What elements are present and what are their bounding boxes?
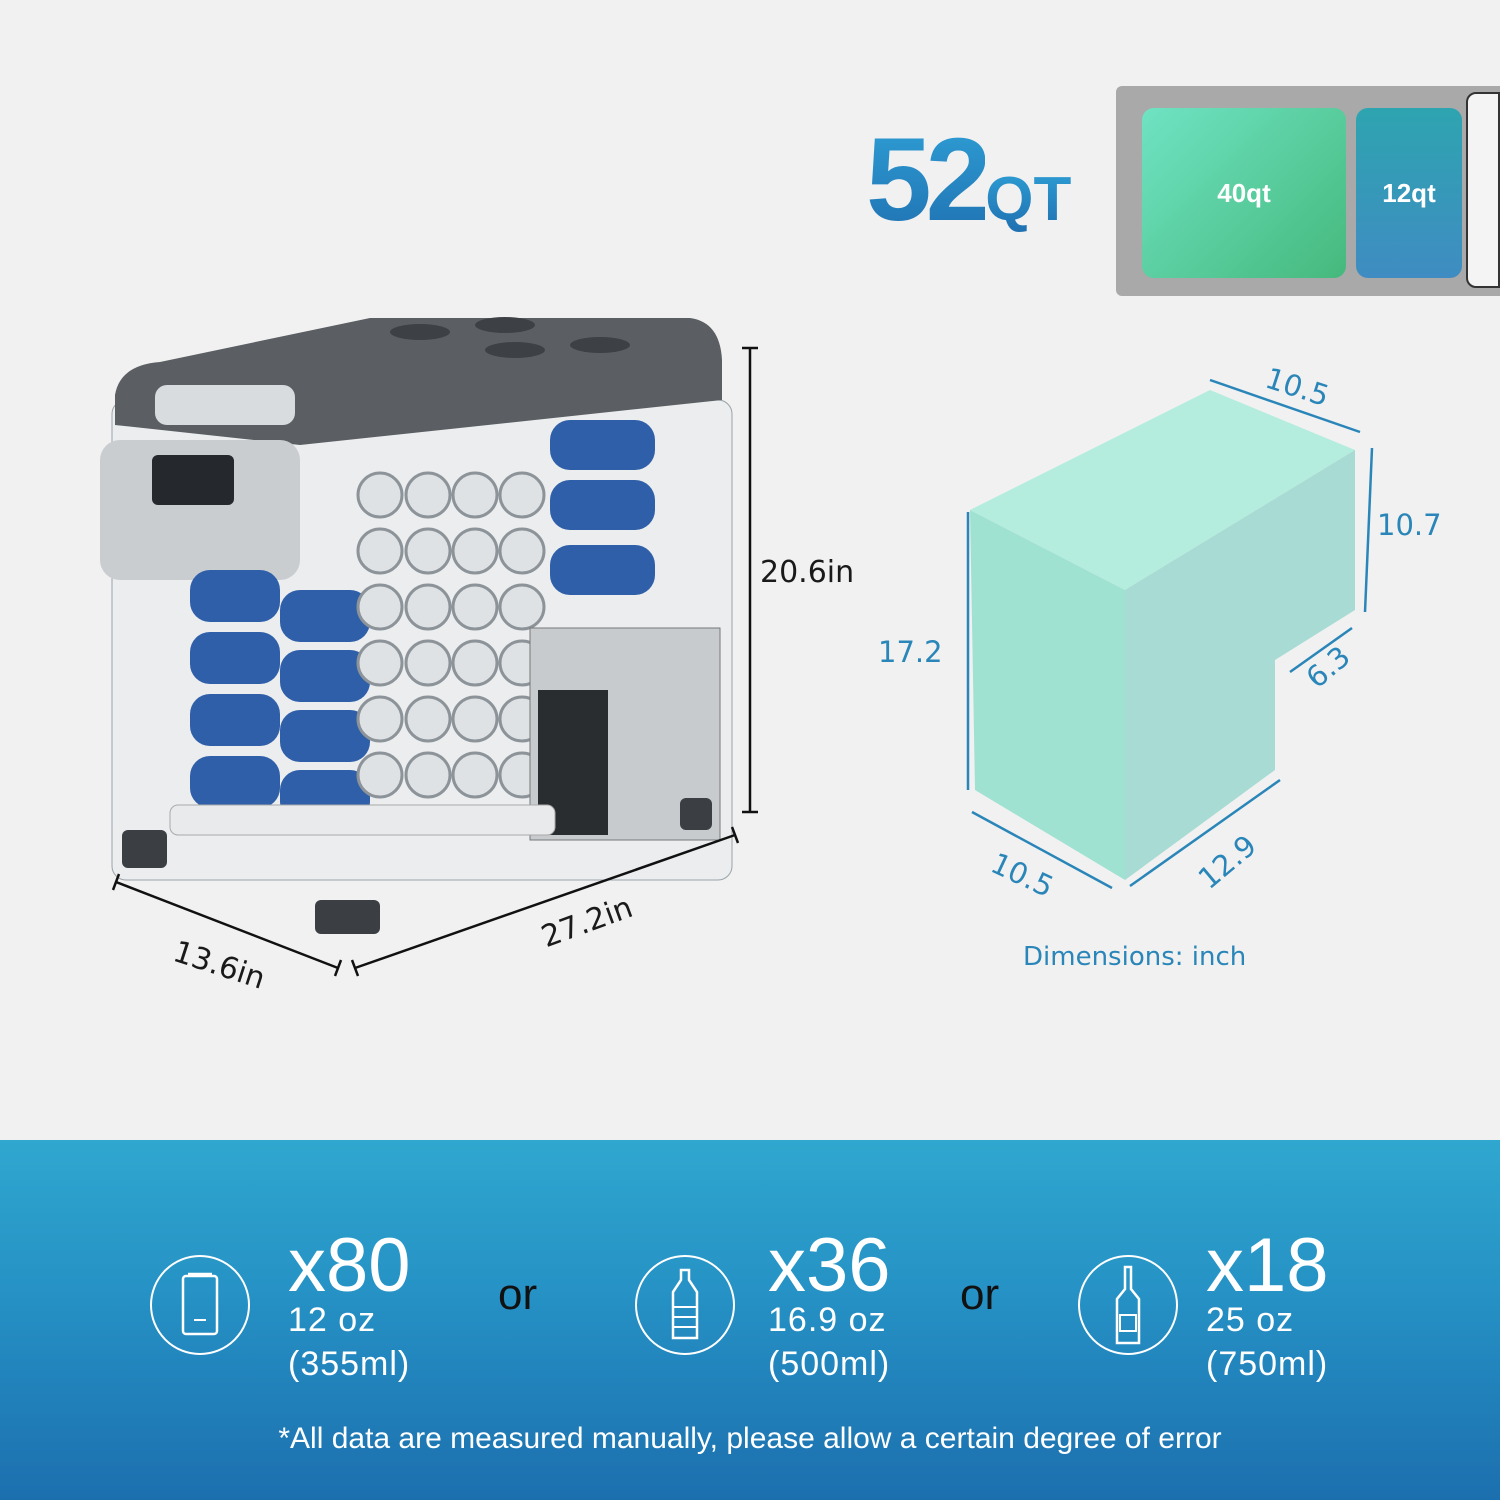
cooler-illustration: [100, 317, 758, 977]
capacity-unit: QT: [985, 165, 1072, 234]
size-ml: (355ml): [288, 1345, 411, 1384]
size-wine-bottles: 25 oz (750ml): [1206, 1298, 1328, 1386]
can-end: [404, 639, 452, 687]
dimensions-caption: Dimensions: inch: [1023, 942, 1247, 972]
water-bottle-icon: [635, 1255, 735, 1355]
separator-or: or: [498, 1270, 538, 1319]
can-end: [451, 639, 499, 687]
can-end: [404, 527, 452, 575]
can-end: [498, 527, 546, 575]
front-face: [970, 510, 1125, 880]
can-end: [451, 751, 499, 799]
can-end: [356, 639, 404, 687]
zone-40qt-label: 40qt: [1217, 177, 1271, 208]
wine-bottle-icon: [1078, 1255, 1178, 1355]
side-face: [1125, 450, 1355, 880]
size-ml: (500ml): [768, 1345, 891, 1384]
foot: [122, 830, 167, 868]
dim-front-height: 17.2: [878, 635, 943, 669]
can-end: [404, 751, 452, 799]
foot: [680, 798, 712, 830]
control-panel: [100, 440, 300, 580]
size-water-bottles: 16.9 oz (500ml): [768, 1298, 890, 1386]
can-end: [498, 583, 546, 631]
top-face: [970, 390, 1355, 590]
can-end: [451, 583, 499, 631]
zone-12qt: 12qt: [1356, 108, 1462, 278]
dim-upper-height: 10.7: [1377, 508, 1442, 542]
cooler-top-view: 40qt 12qt: [1116, 86, 1500, 296]
display: [152, 455, 234, 505]
can-end: [356, 583, 404, 631]
can-end: [404, 695, 452, 743]
size-oz: 16.9 oz: [768, 1301, 887, 1339]
can-end: [404, 471, 452, 519]
can-end: [498, 471, 546, 519]
can-end: [451, 527, 499, 575]
separator-or: or: [960, 1270, 1000, 1319]
can-icon: [150, 1255, 250, 1355]
cooler-height: 20.6in: [760, 555, 855, 590]
count-water-bottles: x36: [768, 1223, 891, 1308]
size-oz: 12 oz: [288, 1301, 377, 1339]
lid-hinge: [1466, 92, 1500, 288]
handle: [155, 385, 295, 425]
capacity-band: x80 12 oz (355ml) or x36 16.9 oz (500ml) o…: [0, 1140, 1500, 1500]
footnote: *All data are measured manually, please …: [278, 1422, 1222, 1455]
can-end: [356, 695, 404, 743]
can-end: [451, 471, 499, 519]
product-hero: 52QT 40qt 12qt: [100, 86, 1500, 997]
capacity-number: 52: [866, 114, 991, 246]
size-oz: 25 oz: [1206, 1301, 1295, 1339]
size-cans: 12 oz (355ml): [288, 1298, 410, 1386]
can-end: [404, 583, 452, 631]
zone-12qt-label: 12qt: [1382, 177, 1436, 208]
zone-40qt: 40qt: [1142, 108, 1346, 278]
can-end: [356, 751, 404, 799]
cooler-tray: [169, 804, 556, 836]
foot: [315, 900, 380, 934]
can-end: [356, 471, 404, 519]
count-wine-bottles: x18: [1206, 1223, 1329, 1308]
can-end: [451, 695, 499, 743]
can-end: [356, 527, 404, 575]
size-ml: (750ml): [1206, 1345, 1329, 1384]
interior-volume-diagram: [966, 378, 1374, 890]
capacity-title: 52QT: [866, 112, 1071, 248]
count-cans: x80: [288, 1223, 411, 1308]
